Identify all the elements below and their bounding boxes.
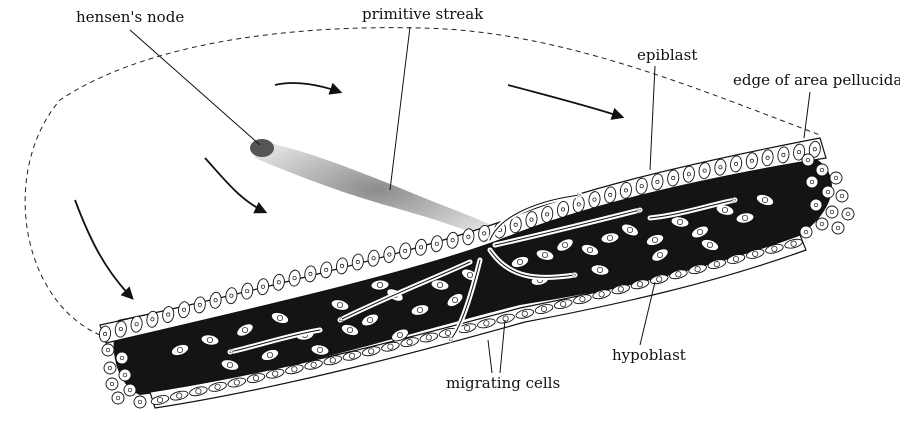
left-cell — [134, 396, 146, 408]
left-cell — [102, 344, 114, 356]
epiblast-label: epiblast — [637, 48, 697, 63]
edge-cell — [832, 222, 844, 234]
left-cell — [104, 362, 116, 374]
edge-cell — [836, 190, 848, 202]
left-cell — [112, 392, 124, 404]
left-cell — [106, 378, 118, 390]
leader-epiblast — [650, 66, 655, 170]
hensens-node-label: hensen's node — [76, 10, 184, 25]
primitive-streak — [255, 140, 498, 240]
edge-cell — [822, 186, 834, 198]
edge-cell — [830, 172, 842, 184]
primitive-streak-label: primitive streak — [362, 7, 483, 22]
leader-primitive-streak — [390, 27, 410, 190]
edge-cell — [810, 199, 822, 211]
edge-cell — [806, 176, 818, 188]
edge-of-area-pellucida-label: edge of area pellucida — [733, 73, 900, 88]
surface-arrow — [275, 83, 340, 92]
migrating-cells-label: migrating cells — [446, 376, 560, 391]
edge-cell — [816, 164, 828, 176]
edge-cell — [816, 218, 828, 230]
edge-cell — [842, 208, 854, 220]
surface-arrow — [75, 200, 132, 298]
surface-arrow — [205, 158, 265, 212]
edge-cell — [800, 226, 812, 238]
left-cell — [119, 369, 131, 381]
hensens-node — [250, 139, 274, 157]
surface-arrow — [508, 85, 622, 117]
left-cell — [124, 384, 136, 396]
left-cell — [116, 352, 128, 364]
edge-cell — [826, 206, 838, 218]
hypoblast-label: hypoblast — [612, 348, 686, 363]
edge-cell — [802, 154, 814, 166]
leader-migrating-1 — [488, 340, 492, 373]
